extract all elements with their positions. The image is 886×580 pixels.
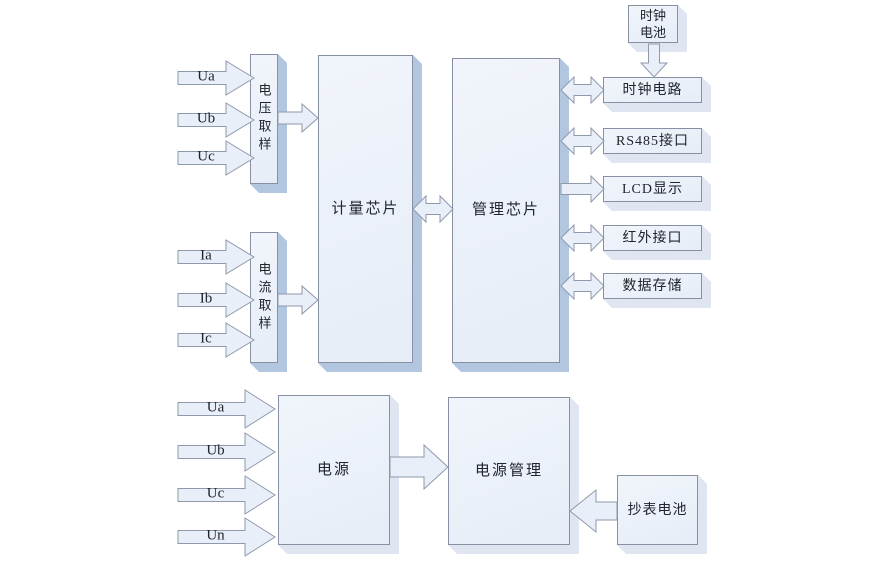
- arrow-management-rs485: [560, 126, 605, 156]
- input-label: Ua: [206, 399, 225, 416]
- block-label: 抄表电池: [627, 502, 688, 518]
- block-metering-chip: 计量芯片: [318, 55, 413, 363]
- arrow-management-to-lcd: [560, 174, 605, 204]
- input-label: Ua: [197, 68, 215, 85]
- input-label: Uc: [206, 485, 225, 502]
- arrow-management-infrared: [560, 223, 605, 253]
- block-label: 红外接口: [622, 230, 683, 246]
- input-label: Ib: [199, 290, 213, 307]
- input-arrow-uc-voltage: Uc: [177, 140, 255, 176]
- input-label: Ub: [206, 442, 225, 459]
- arrow-metering-management: [412, 194, 454, 224]
- block-label: 电流取样: [256, 261, 272, 334]
- block-management-chip: 管理芯片: [452, 58, 560, 363]
- block-data-storage: 数据存储: [603, 273, 702, 299]
- block-rs485-interface: RS485接口: [603, 128, 702, 154]
- block-label: 数据存储: [622, 278, 683, 294]
- block-lcd-display: LCD显示: [603, 176, 702, 202]
- input-label: Ub: [196, 110, 216, 127]
- arrow-voltage-sampling-to-metering: [277, 102, 319, 134]
- arrow-power-to-power-management: [389, 443, 449, 491]
- input-arrow-ub-voltage: Ub: [177, 102, 255, 138]
- block-clock-circuit: 时钟电路: [603, 77, 702, 103]
- block-label: 时钟 电池: [639, 8, 666, 40]
- input-label: Un: [206, 527, 225, 544]
- block-label: 管理芯片: [471, 202, 540, 218]
- input-arrow-ua-power: Ua: [177, 389, 276, 429]
- input-arrow-ia-current: Ia: [177, 239, 255, 275]
- block-label: 时钟电路: [622, 82, 683, 98]
- arrow-current-sampling-to-metering: [277, 284, 319, 316]
- input-label: Uc: [197, 148, 215, 165]
- block-label: 电源: [316, 461, 351, 478]
- block-label: 电源管理: [474, 462, 543, 479]
- input-arrow-ub-power: Ub: [177, 432, 276, 472]
- block-label: RS485接口: [615, 133, 690, 149]
- block-voltage-sampling: 电压取样: [250, 54, 278, 184]
- block-label: LCD显示: [622, 181, 683, 197]
- input-arrow-ic-current: Ic: [177, 322, 255, 358]
- input-arrow-un-power: Un: [177, 517, 276, 557]
- arrow-management-data-storage: [560, 271, 605, 301]
- block-power-supply: 电源: [278, 395, 390, 545]
- input-label: Ic: [200, 330, 212, 347]
- input-arrow-ib-current: Ib: [177, 282, 255, 318]
- block-clock-battery: 时钟 电池: [628, 5, 678, 43]
- arrow-management-clock-circuit: [560, 75, 605, 105]
- input-arrow-uc-power: Uc: [177, 475, 276, 515]
- arrow-clock-battery-to-clock-circuit: [639, 43, 669, 78]
- arrow-meter-battery-to-power-management: [569, 488, 618, 534]
- block-label: 电压取样: [256, 83, 272, 155]
- block-power-management: 电源管理: [448, 397, 570, 545]
- block-infrared-interface: 红外接口: [603, 225, 702, 251]
- input-label: Ia: [200, 247, 212, 264]
- block-label: 计量芯片: [331, 200, 400, 217]
- block-current-sampling: 电流取样: [250, 232, 278, 363]
- input-arrow-ua-voltage: Ua: [177, 60, 255, 96]
- block-meter-reading-battery: 抄表电池: [617, 475, 698, 545]
